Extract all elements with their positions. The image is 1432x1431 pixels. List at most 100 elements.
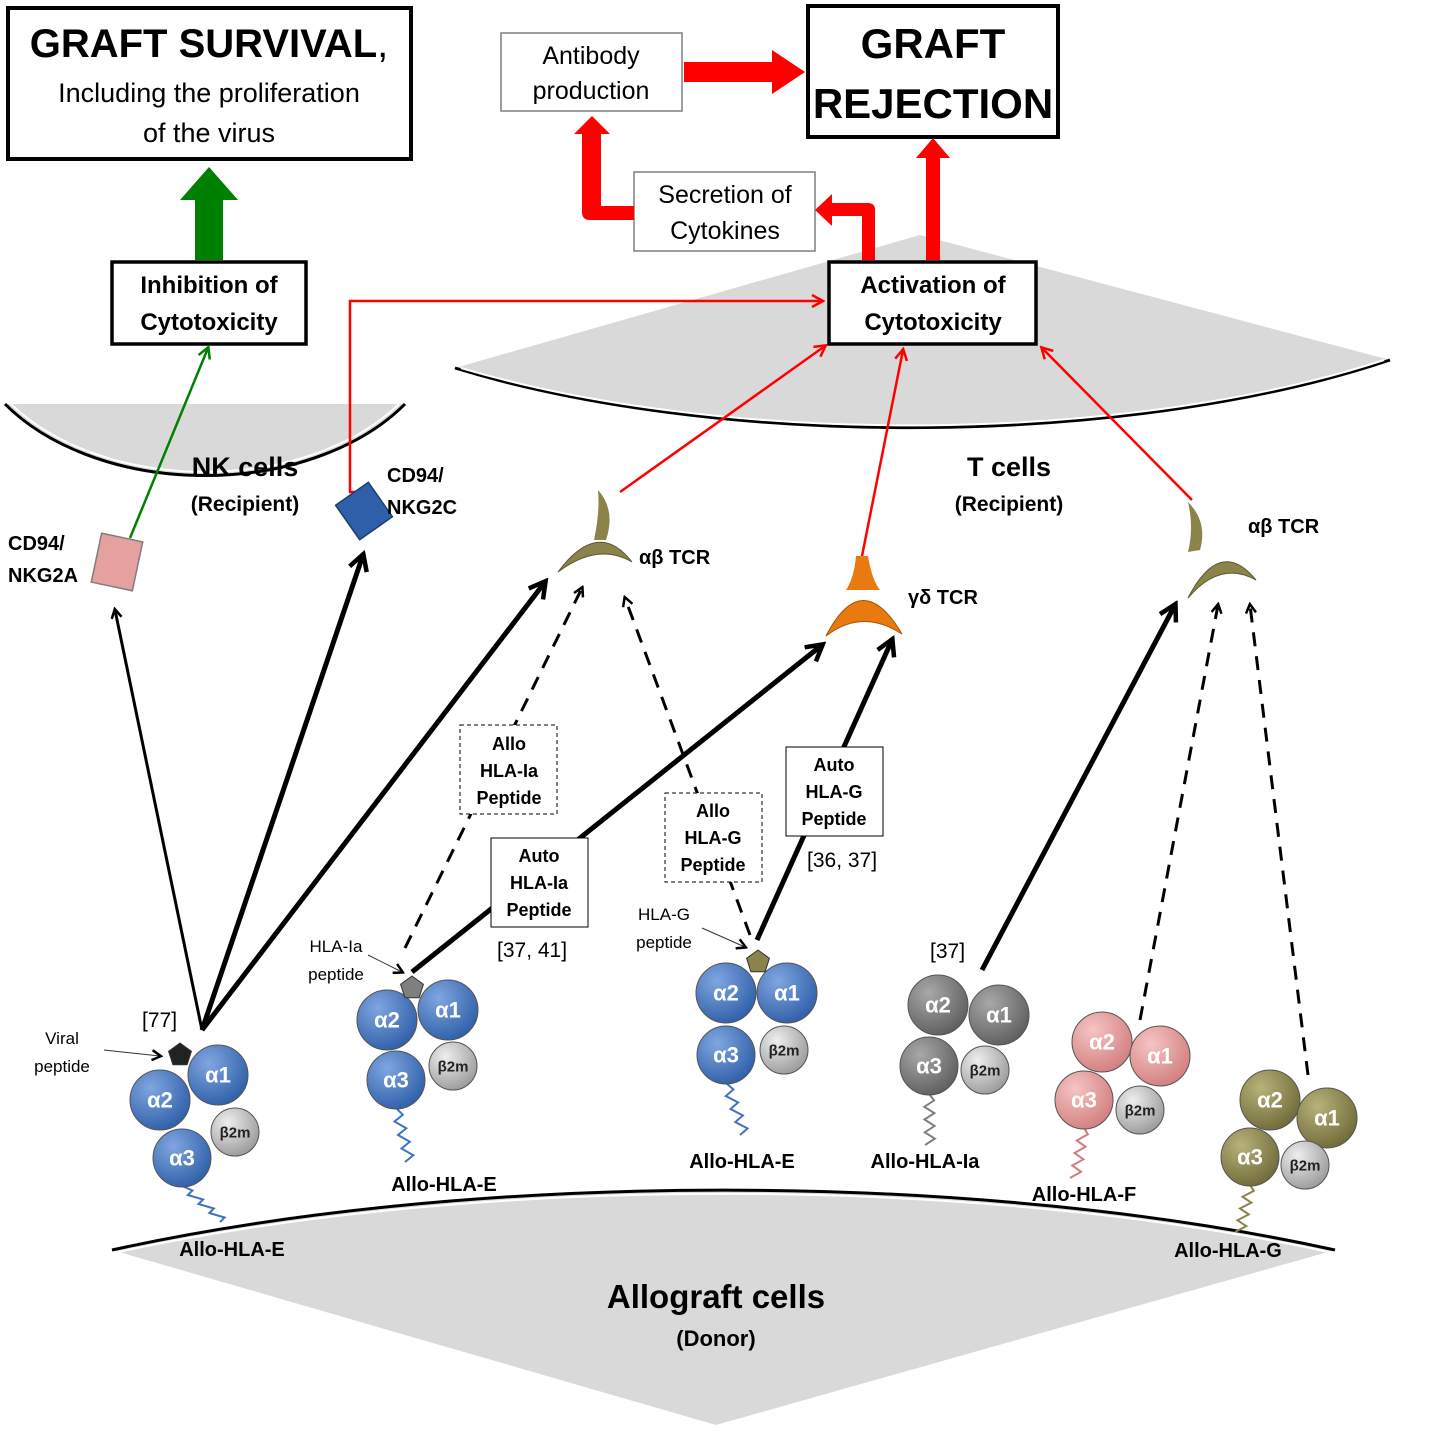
m4-alpha3-domain: [899, 1036, 959, 1096]
allo-hla-ia-peptide-box: Allo HLA-Ia Peptide: [459, 724, 558, 815]
m4-alpha3-label: α3: [916, 1054, 942, 1079]
auto-hla-ia-peptide-box: Auto HLA-Ia Peptide: [490, 837, 589, 928]
gdtcr-receptor: [825, 556, 903, 637]
viral-peptide-pointer: [103, 1050, 160, 1056]
allo-hla-g-line3: Peptide: [680, 855, 745, 875]
hla-ia-peptide-pointer: [367, 954, 402, 972]
allo-hla-g-line1: Allo: [696, 801, 730, 821]
m2-label: Allo-HLA-E: [391, 1174, 497, 1196]
nk-cell-membrane: [3, 402, 407, 477]
auto-hla-g-line2: HLA-G: [806, 782, 863, 802]
m4-tail: [922, 1093, 937, 1146]
secretion-line2: Cytokines: [670, 217, 780, 245]
inhibition-line1: Inhibition of: [140, 272, 278, 299]
nk-cells-title: NK cells: [192, 452, 299, 482]
activation-line1: Activation of: [860, 272, 1006, 299]
m2-alpha2-domain: [356, 989, 418, 1051]
allograft-cell-body: [112, 1190, 1335, 1425]
graft-rejection-box: GRAFT REJECTION: [806, 4, 1060, 139]
graft-rejection-line2: REJECTION: [813, 80, 1053, 127]
m5-b2m-label: β2m: [1125, 1102, 1156, 1119]
allo-hla-g-peptide-box: Allo HLA-G Peptide: [664, 792, 763, 883]
m4-to-abtcr-right-arrow: [979, 605, 1175, 972]
abtcr-left-receptor: [557, 490, 633, 573]
graft-survival-title: GRAFT SURVIVAL: [30, 22, 377, 66]
m1-to-nkg2a-arrow: [115, 610, 204, 1031]
m1-b2m-label: β2m: [220, 1124, 251, 1141]
m1-alpha3-label: α3: [169, 1146, 195, 1171]
gdtcr-label: γδ TCR: [908, 587, 978, 609]
m1-to-abtcr-left-arrow: [200, 582, 545, 1032]
allo-hla-ia-line3: Peptide: [476, 788, 541, 808]
auto-hla-g-line1: Auto: [814, 755, 855, 775]
m2-alpha1-domain: [417, 979, 479, 1041]
nkg2a-label-line1: CD94/: [8, 533, 65, 555]
m5-b2m-domain: [1115, 1085, 1165, 1135]
hla-g-peptide-pointer: [701, 927, 745, 947]
abtcr-left-to-activation-arrow: [619, 346, 825, 494]
antibody-line2: production: [533, 77, 650, 105]
m3-b2m-label: β2m: [769, 1042, 800, 1059]
m3-alpha2-domain: [695, 962, 757, 1024]
m6-tail: [1234, 1184, 1256, 1233]
nkg2c-receptor: [334, 481, 394, 541]
svg-text:GRAFT SURVIVAL,: GRAFT SURVIVAL,: [30, 22, 389, 66]
m2-alpha3-label: α3: [383, 1068, 409, 1093]
m6-b2m-label: β2m: [1290, 1157, 1321, 1174]
m1-b2m-domain: [210, 1107, 260, 1157]
allo-hla-g-line2: HLA-G: [685, 828, 742, 848]
m5-alpha2-label: α2: [1089, 1030, 1115, 1055]
m3-alpha1-label: α1: [774, 981, 800, 1006]
m6-label: Allo-HLA-G: [1174, 1240, 1282, 1262]
secretion-to-antibody-arrow: [574, 116, 634, 220]
m6-alpha2-label: α2: [1257, 1088, 1283, 1113]
abtcr-left-label: αβ TCR: [639, 547, 711, 569]
m6-b2m-domain: [1280, 1140, 1330, 1190]
nkg2c-label-line1: CD94/: [387, 465, 444, 487]
m5-alpha3-label: α3: [1071, 1088, 1097, 1113]
m2-alpha1-label: α1: [435, 998, 461, 1023]
m1-alpha2-domain: [129, 1069, 191, 1131]
viral-peptide-line2: peptide: [34, 1057, 90, 1076]
m1-alpha2-label: α2: [147, 1088, 173, 1113]
auto-hla-g-line3: Peptide: [801, 809, 866, 829]
m3-label: Allo-HLA-E: [689, 1151, 795, 1173]
activation-to-secretion-arrow: [815, 194, 875, 260]
viral-peptide-line1: Viral: [45, 1029, 79, 1048]
auto-hla-ia-line1: Auto: [519, 846, 560, 866]
allograft-cells-subtitle: (Donor): [676, 1326, 755, 1351]
secretion-cytokines-box: Secretion of Cytokines: [633, 171, 816, 252]
nkg2a-label-line2: NKG2A: [8, 565, 78, 587]
abtcr-right-to-activation-arrow: [1042, 348, 1193, 501]
antibody-line1: Antibody: [542, 42, 640, 70]
m1-alpha3-domain: [152, 1128, 212, 1188]
ref-36-37: [36, 37]: [807, 849, 877, 872]
graft-rejection-line1: GRAFT: [861, 20, 1006, 67]
ref-37-41: [37, 41]: [497, 939, 567, 962]
m2-b2m-label: β2m: [438, 1058, 469, 1075]
allograft-cell-membrane: [111, 1188, 1336, 1252]
graft-survival-box: GRAFT SURVIVAL, Including the proliferat…: [6, 6, 413, 161]
m5-dashed-to-abtcr-right-arrow: [1138, 605, 1218, 1021]
ref-77: [77]: [142, 1009, 177, 1032]
m4-b2m-label: β2m: [970, 1062, 1001, 1079]
m4-b2m-domain: [960, 1045, 1010, 1095]
abtcr-right-label: αβ TCR: [1248, 516, 1320, 538]
abtcr-right-receptor: [1187, 502, 1257, 599]
nkg2c-label-line2: NKG2C: [387, 497, 457, 519]
m3-peptide: [746, 949, 770, 973]
secretion-line1: Secretion of: [658, 181, 791, 209]
auto-hla-g-peptide-box: Auto HLA-G Peptide: [785, 746, 884, 837]
activation-cytotoxicity-box: Activation of Cytotoxicity: [827, 260, 1038, 346]
m6-alpha1-label: α1: [1314, 1106, 1340, 1131]
m3-tail: [724, 1082, 750, 1136]
m5-label: Allo-HLA-F: [1032, 1184, 1136, 1206]
hla-g-peptide-line1: HLA-G: [638, 905, 690, 924]
allo-hla-ia-line2: HLA-Ia: [480, 761, 539, 781]
